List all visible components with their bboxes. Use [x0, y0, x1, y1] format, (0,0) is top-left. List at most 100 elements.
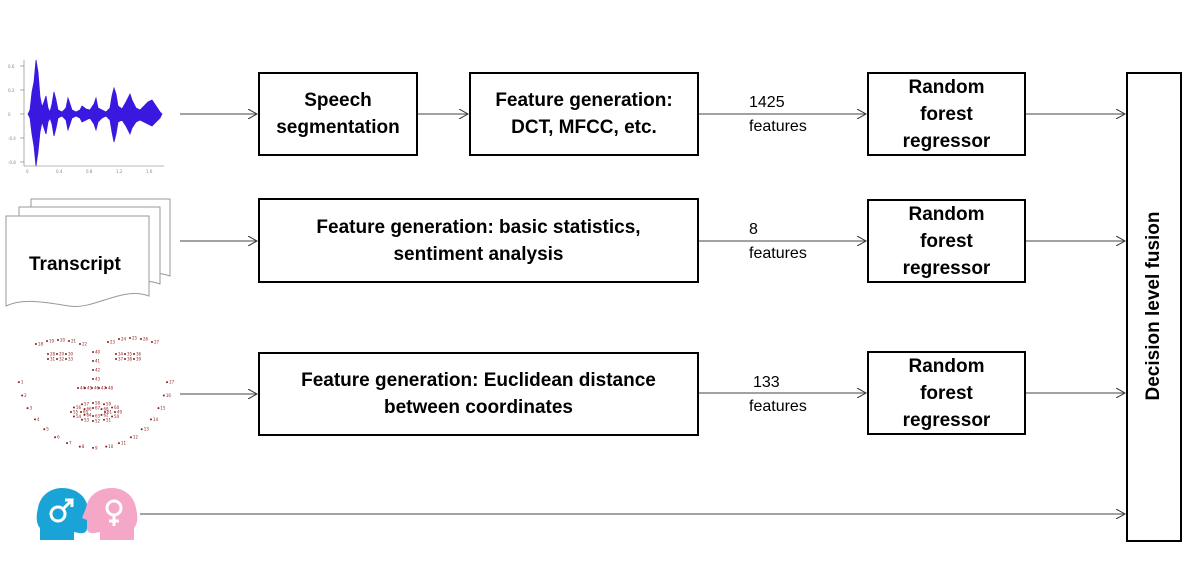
landmark-point: [92, 378, 94, 380]
male-head-icon: [36, 488, 92, 540]
landmark-point: [107, 341, 109, 343]
landmark-index-label: 13: [144, 427, 150, 432]
landmark-point: [78, 445, 81, 448]
landmark-index-label: 15: [160, 406, 166, 411]
landmark-index-label: 65: [83, 410, 89, 415]
speech-segmentation-box: Speech segmentation: [258, 72, 418, 156]
features-word-1: features: [749, 118, 807, 135]
landmark-point: [26, 407, 29, 410]
landmark-point: [151, 341, 153, 343]
features-count-label-3: 133 features: [749, 371, 807, 419]
landmark-index-label: 60: [114, 405, 120, 410]
landmark-point: [72, 415, 75, 418]
landmark-point: [17, 381, 20, 384]
landmark-index-label: 49: [117, 410, 123, 415]
feature-generation-dct-line-2: DCT, MFCC, etc.: [511, 117, 657, 138]
feature-generation-dct-mfcc-box: Feature generation: DCT, MFCC, etc.: [469, 72, 699, 156]
landmark-point: [157, 407, 160, 410]
landmark-point: [80, 411, 82, 413]
landmark-point: [56, 358, 58, 360]
landmark-index-label: 34: [118, 352, 124, 357]
landmark-index-label: 28: [50, 352, 56, 357]
features-count-2: 8: [749, 221, 758, 238]
regressor-2-line-1: Random: [908, 203, 985, 225]
landmark-point: [133, 353, 135, 355]
landmark-point: [105, 387, 107, 389]
landmark-index-label: 45: [87, 386, 93, 391]
transcript-label: Transcript: [29, 254, 121, 275]
decision-level-fusion-label: Decision level fusion: [1143, 211, 1164, 401]
landmark-point: [115, 353, 117, 355]
svg-text:0.2: 0.2: [8, 88, 15, 93]
feature-generation-euclidean-line-1: Feature generation: Euclidean distance: [301, 370, 656, 391]
landmark-index-label: 18: [38, 342, 44, 347]
landmark-index-label: 31: [50, 357, 56, 362]
features-count-3: 133: [753, 374, 780, 391]
landmark-index-label: 46: [94, 386, 100, 391]
regressor-3-line-2: forest: [920, 382, 973, 404]
landmark-index-label: 9: [95, 445, 98, 450]
landmark-index-label: 4: [37, 417, 40, 422]
landmark-index-label: 6: [57, 435, 60, 440]
landmark-index-label: 24: [121, 337, 127, 342]
landmark-point: [34, 418, 37, 421]
landmark-index-label: 14: [153, 417, 159, 422]
svg-text:1.6: 1.6: [146, 169, 153, 174]
landmark-index-label: 68: [103, 407, 109, 412]
landmark-index-label: 58: [95, 401, 101, 406]
landmark-point: [92, 402, 94, 404]
landmark-index-label: 23: [110, 340, 116, 345]
female-head-icon: [82, 488, 138, 540]
landmark-point: [129, 337, 131, 339]
svg-text:0: 0: [26, 169, 29, 174]
feature-generation-euclidean-box: Feature generation: Euclidean distance b…: [258, 352, 699, 436]
landmark-point: [111, 415, 114, 418]
landmark-index-label: 64: [87, 412, 93, 417]
feature-generation-statistics-line-1: Feature generation: basic statistics,: [316, 216, 641, 238]
landmark-point: [79, 343, 81, 345]
landmark-index-label: 16: [166, 393, 172, 398]
landmark-index-label: 62: [103, 412, 109, 417]
landmark-index-label: 25: [132, 336, 138, 341]
landmark-point: [83, 413, 86, 416]
landmark-index-label: 59: [106, 402, 112, 407]
landmark-point: [57, 339, 59, 341]
landmark-index-label: 12: [133, 435, 139, 440]
landmark-index-label: 53: [84, 417, 90, 422]
landmark-index-label: 50: [114, 414, 120, 419]
landmark-index-label: 32: [59, 357, 65, 362]
landmark-index-label: 29: [59, 352, 65, 357]
landmark-index-label: 27: [154, 340, 160, 345]
landmark-point: [66, 442, 69, 445]
landmark-point: [162, 394, 165, 397]
landmark-point: [103, 403, 105, 406]
landmark-index-label: 22: [82, 342, 88, 347]
landmark-point: [100, 408, 103, 411]
features-word-2: features: [749, 245, 807, 262]
landmark-point: [133, 358, 135, 360]
transcript-document-icon: [5, 198, 171, 307]
landmark-index-label: 52: [95, 419, 101, 424]
regressor-3-line-1: Random: [908, 355, 985, 377]
features-word-3: features: [749, 398, 807, 415]
landmark-point: [117, 442, 120, 445]
features-count-label-2: 8 features: [749, 218, 807, 266]
landmark-point: [98, 387, 100, 389]
landmark-index-label: 40: [95, 350, 101, 355]
svg-text:1.2: 1.2: [116, 169, 123, 174]
features-count-label-1: 1425 features: [749, 91, 807, 139]
regressor-1-line-1: Random: [908, 76, 985, 98]
landmark-point: [105, 445, 108, 448]
landmark-point: [140, 428, 143, 431]
regressor-2-line-3: regressor: [902, 257, 991, 279]
feature-generation-statistics-box: Feature generation: basic statistics, se…: [258, 198, 699, 283]
decision-level-fusion-box: [1126, 72, 1182, 542]
landmark-index-label: 55: [73, 410, 79, 415]
landmark-index-label: 38: [127, 357, 133, 362]
feature-generation-dct-line-1: Feature generation:: [495, 90, 673, 111]
landmark-index-label: 37: [118, 357, 124, 362]
landmark-index-label: 39: [136, 357, 142, 362]
regressor-1-line-3: regressor: [902, 130, 991, 152]
landmark-point: [149, 418, 152, 421]
